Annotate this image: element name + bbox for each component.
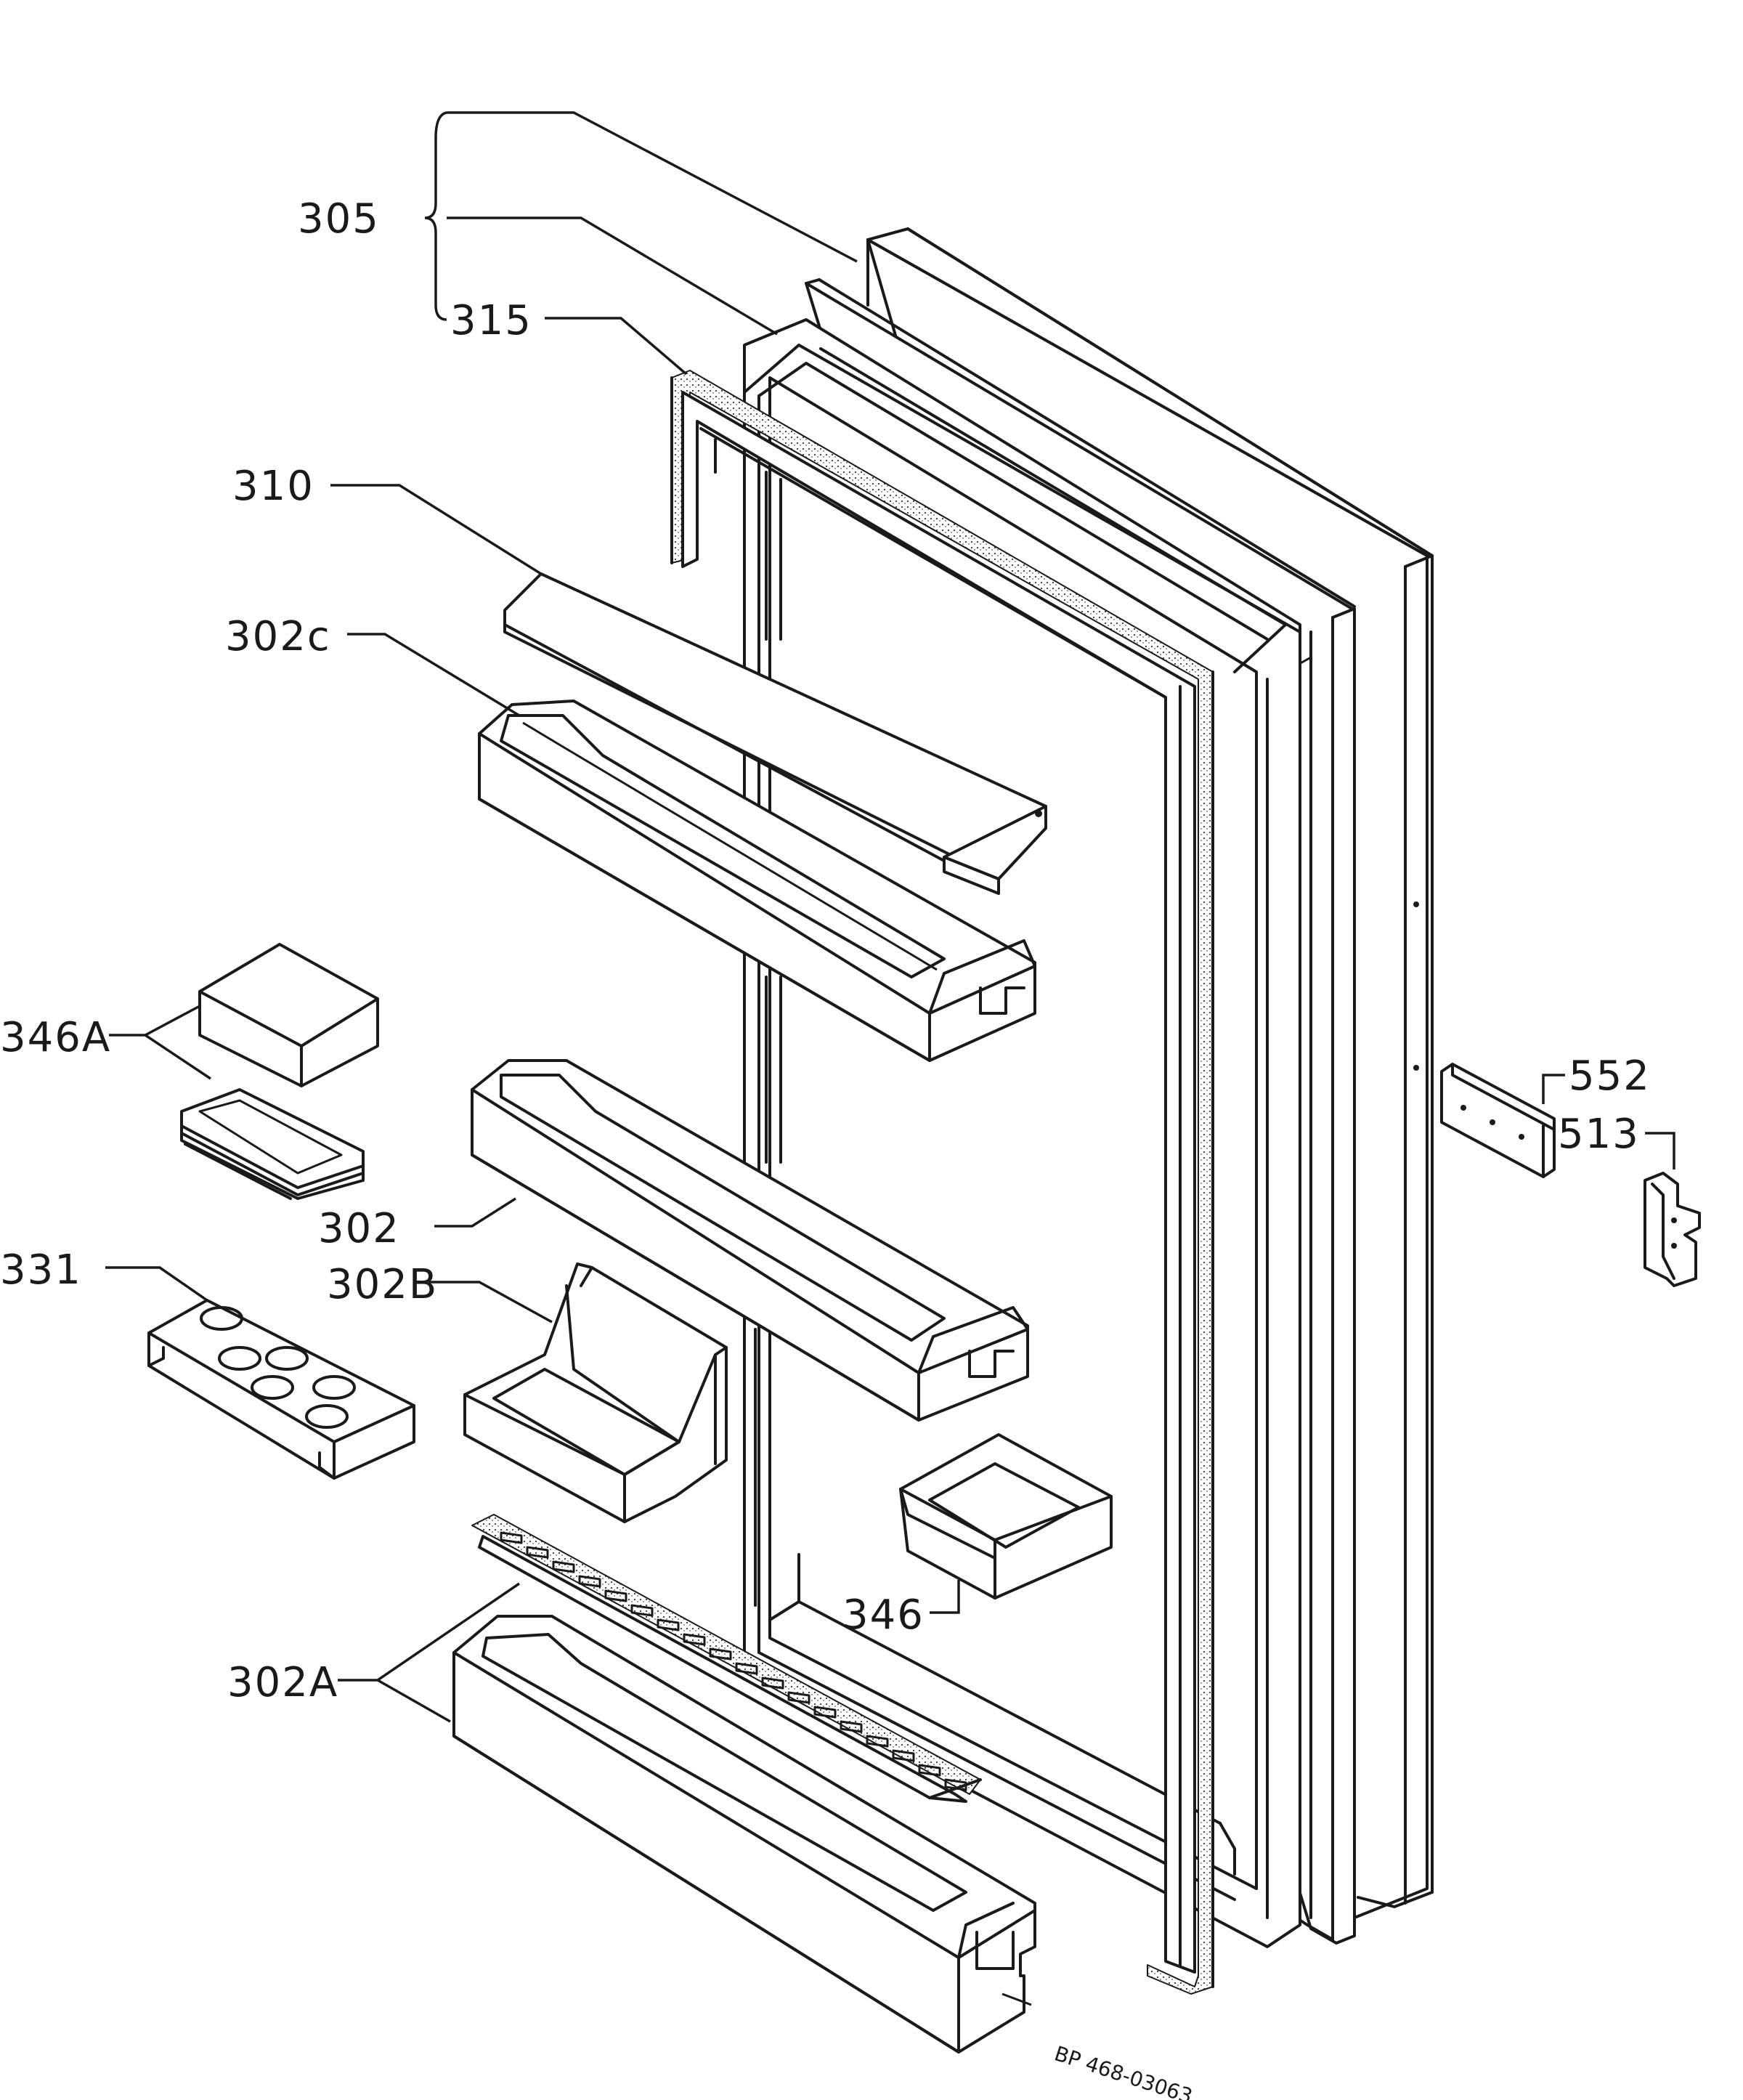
- strip-slot: [892, 1749, 915, 1762]
- strip-slot: [866, 1735, 889, 1748]
- butter-dish-346A: [180, 943, 379, 1200]
- strip-slot: [526, 1546, 549, 1559]
- label-310: 310: [232, 463, 314, 510]
- label-346A: 346A: [0, 1014, 111, 1061]
- label-346: 346: [842, 1592, 925, 1639]
- label-305: 305: [298, 195, 380, 243]
- hinge-plate-552: [1440, 1063, 1556, 1178]
- strip-slot: [709, 1647, 732, 1661]
- label-302B: 302B: [327, 1261, 438, 1308]
- strip-slot: [761, 1677, 784, 1690]
- label-302A: 302A: [227, 1659, 338, 1706]
- strip-slot: [604, 1589, 627, 1602]
- strip-slot: [813, 1706, 837, 1719]
- bottle-holder-302B: [463, 1262, 728, 1523]
- egg-tray-331: [147, 1299, 415, 1480]
- label-302c: 302c: [225, 613, 331, 660]
- strip-slot: [683, 1633, 706, 1646]
- strip-slot: [630, 1604, 654, 1617]
- label-513: 513: [1558, 1111, 1640, 1158]
- door-gasket: [670, 370, 1214, 1995]
- strip-slot: [944, 1778, 967, 1791]
- leader-lines: [105, 111, 1675, 1723]
- strip-slot: [840, 1720, 863, 1733]
- strip-slot: [657, 1618, 680, 1631]
- egg-cup-holes: [200, 1306, 356, 1429]
- bottom-shelf-302A: [452, 1615, 1036, 2054]
- shelf-cover: [503, 572, 1047, 895]
- label-302: 302: [318, 1205, 400, 1252]
- hinge-bracket-513: [1644, 1172, 1701, 1287]
- strip-slot: [787, 1691, 810, 1704]
- drawing-reference-code: BP 468-03063: [1052, 2041, 1195, 2100]
- bottle-retainer-strip: [471, 1514, 982, 1803]
- label-315: 315: [450, 297, 532, 344]
- strip-slot: [552, 1560, 575, 1573]
- strip-slot: [918, 1764, 941, 1777]
- strip-slot: [578, 1575, 601, 1588]
- small-box-346: [899, 1433, 1113, 1600]
- strip-slot: [735, 1662, 758, 1675]
- door-shelf-302: [471, 1059, 1029, 1422]
- label-552: 552: [1569, 1053, 1651, 1100]
- label-331: 331: [0, 1246, 82, 1294]
- strip-slot: [500, 1531, 523, 1544]
- door-shelf-302c: [478, 700, 1036, 1062]
